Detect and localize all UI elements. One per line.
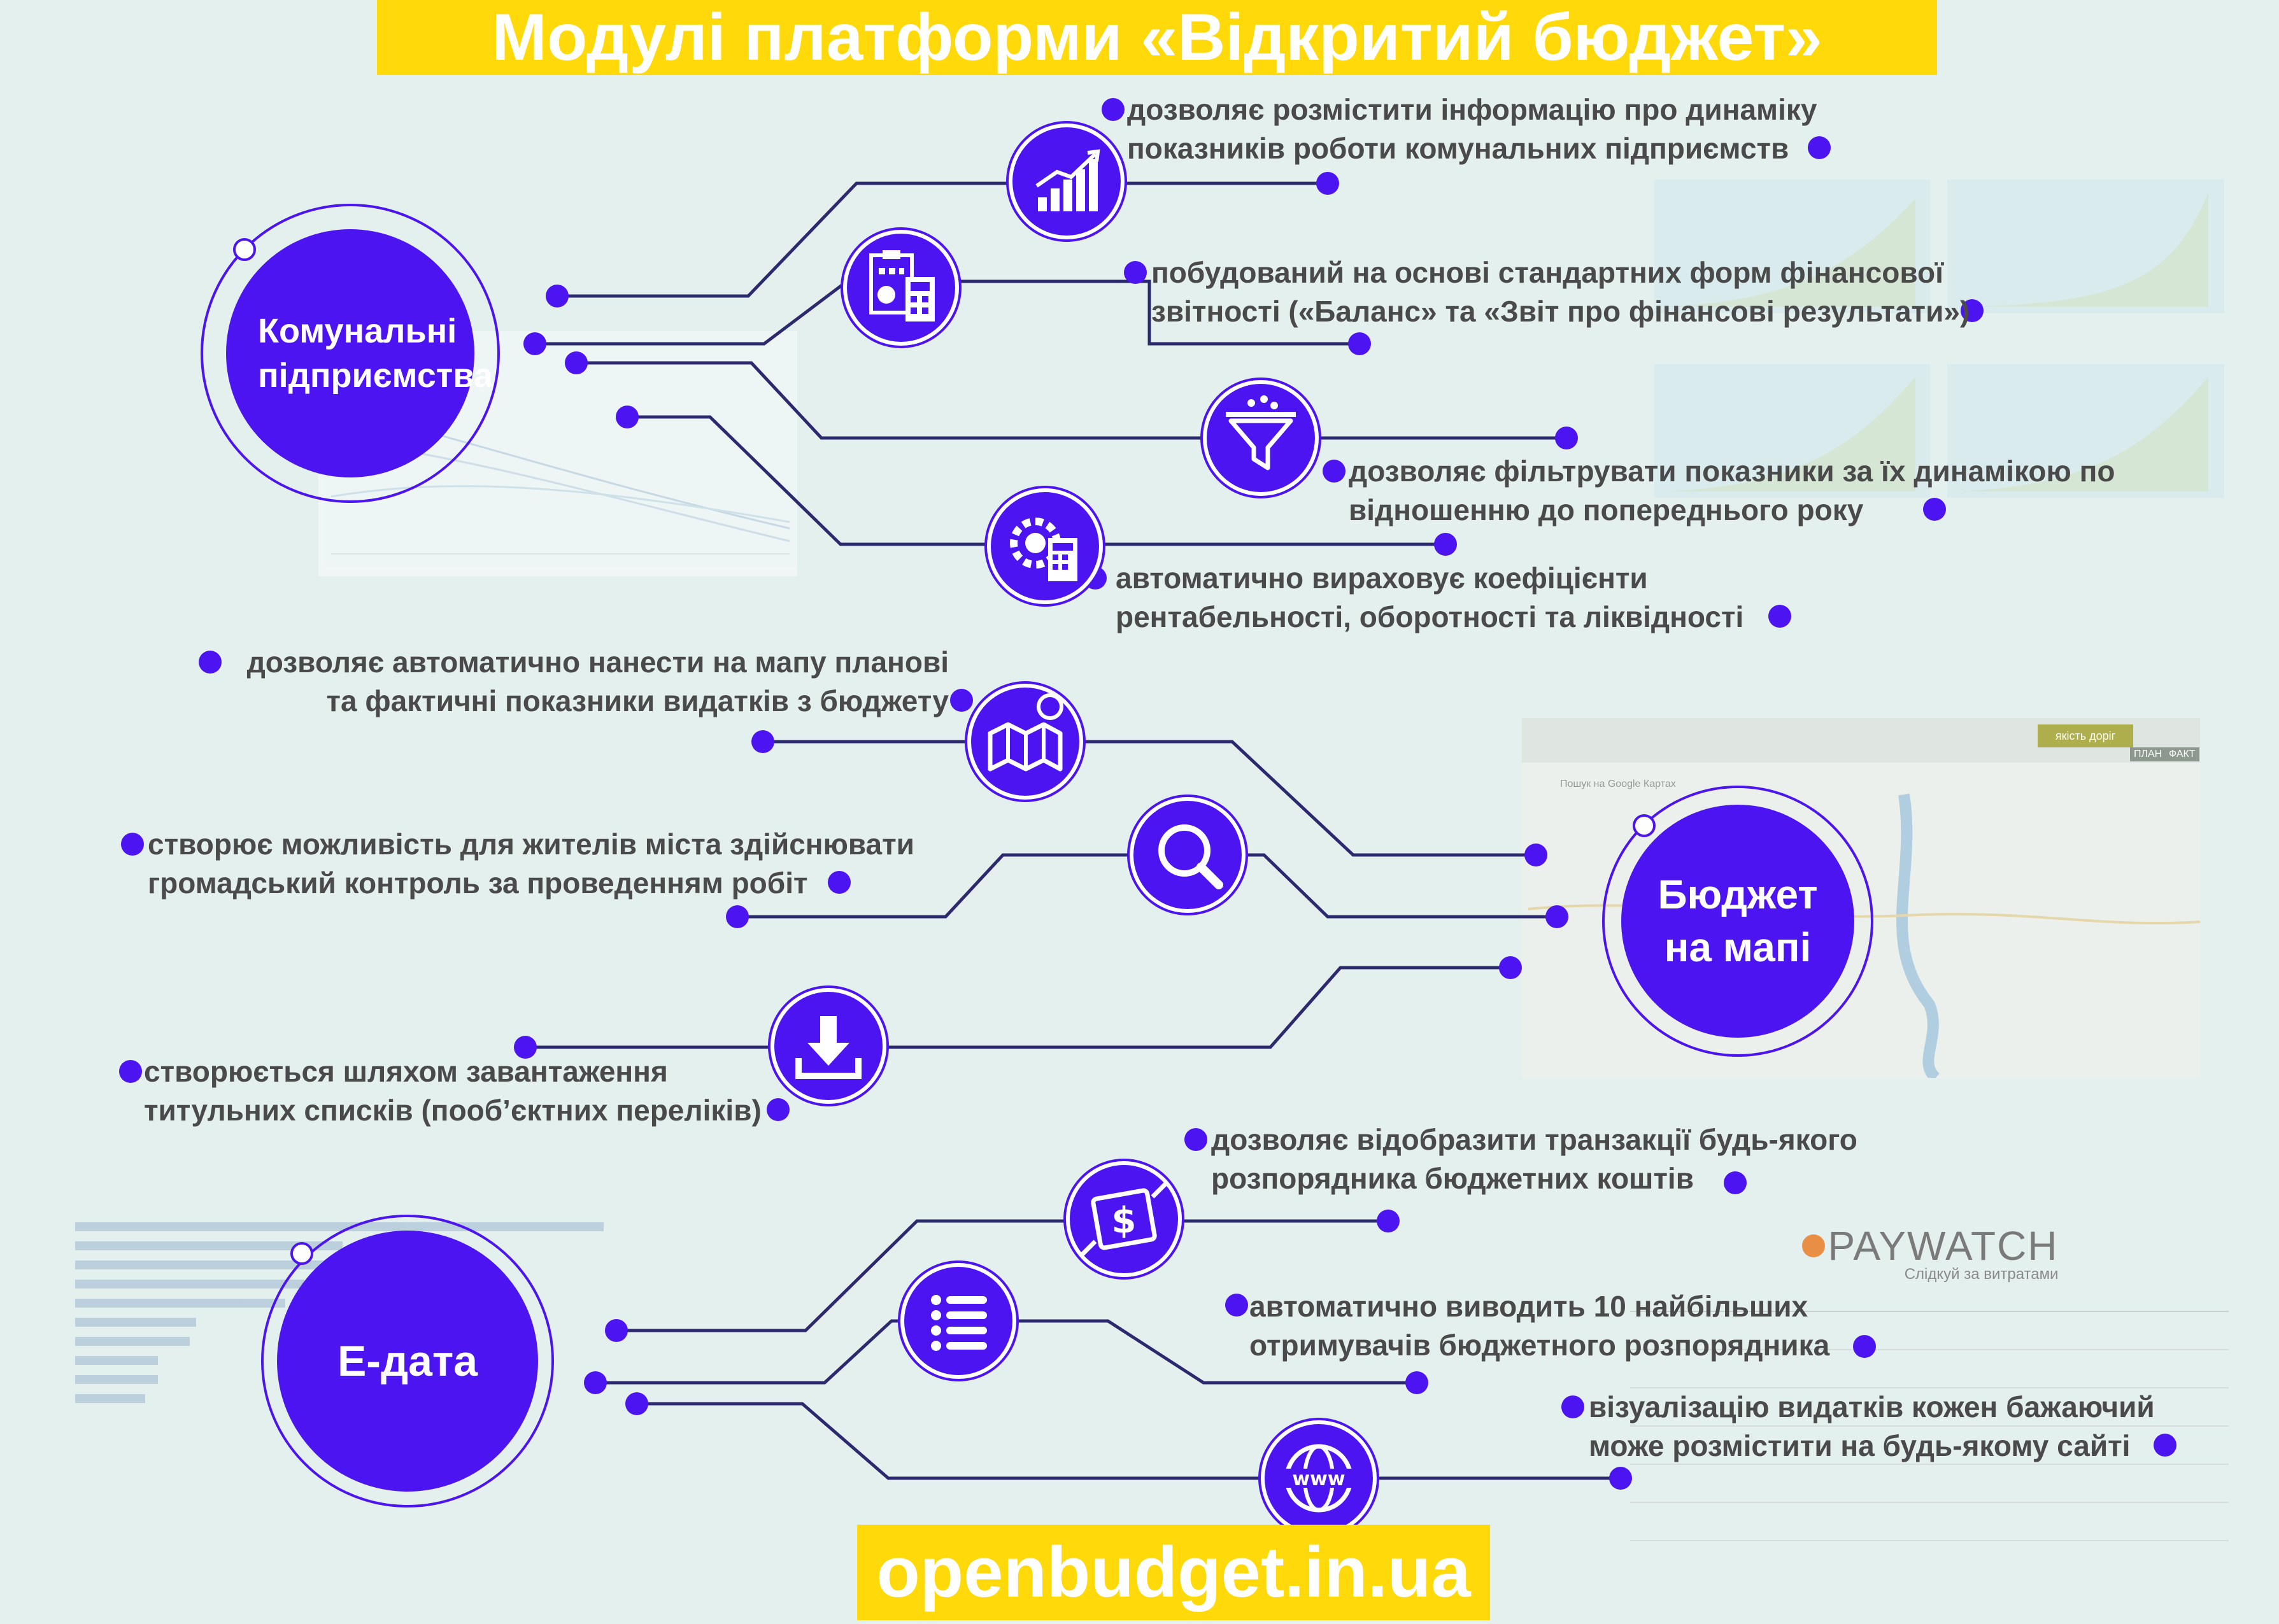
desc-communal-2: побудований на основі стандартних форм ф… — [1151, 256, 1970, 328]
map-search-placeholder: Пошук на Google Картах — [1560, 779, 1676, 789]
paywatch-logo-text: PAYWATCH — [1828, 1223, 2059, 1269]
hub-communal[interactable]: Комунальні підприємства — [226, 229, 493, 477]
desc-map-2: створює можливість для жителів міста зді… — [148, 828, 914, 900]
bg-edata-bars — [75, 1216, 604, 1420]
money-transfer-icon[interactable]: $ — [1070, 1165, 1178, 1273]
desc-edata-2: автоматично виводить 10 найбільших отрим… — [1249, 1290, 1830, 1362]
funnel-filter-icon[interactable] — [1207, 384, 1315, 492]
desc-map-3: створюється шляхом завантаження титульни… — [144, 1055, 762, 1127]
map-pin-icon[interactable] — [971, 688, 1079, 796]
gear-calculator-icon[interactable] — [991, 492, 1099, 600]
hub-map-knob — [1633, 814, 1656, 837]
map-filter-label: якість доріг — [2038, 724, 2133, 747]
map-tab-plan: ПЛАН — [2130, 747, 2166, 761]
magnifier-icon[interactable] — [1133, 801, 1242, 909]
paywatch-logo-icon — [1802, 1234, 1825, 1257]
site-url-link[interactable]: openbudget.in.ua — [857, 1525, 1490, 1620]
desc-edata-3: візуалізацію видатків кожен бажаючий мож… — [1589, 1390, 2155, 1462]
paywatch-tagline: Слідкуй за витратами — [1904, 1266, 2059, 1283]
desc-communal-3: дозволяє фільтрувати показники за їх дин… — [1349, 455, 2115, 526]
hub-communal-knob — [233, 238, 256, 261]
bg-communal-charts-grid — [1654, 173, 2224, 504]
calculator-report-icon[interactable] — [847, 234, 955, 342]
www-globe-icon[interactable]: www — [1265, 1424, 1373, 1532]
hub-map[interactable]: Бюджет на мапі — [1621, 805, 1854, 1038]
desc-edata-1: дозволяє відобразити транзакції будь-яко… — [1211, 1123, 1857, 1195]
svg-text:www: www — [1292, 1468, 1345, 1490]
download-icon[interactable] — [774, 992, 883, 1100]
page-title: Модулі платформи «Відкритий бюджет» — [377, 0, 1937, 75]
bg-paywatch-table — [1630, 1286, 2229, 1553]
hub-edata[interactable]: Е-дата — [277, 1231, 538, 1492]
paywatch-logo: PAYWATCH Слідкуй за витратами — [1802, 1222, 2059, 1283]
hub-edata-knob — [290, 1242, 313, 1265]
hub-edata-label: Е-дата — [337, 1336, 478, 1385]
svg-text:$: $ — [1112, 1200, 1137, 1241]
desc-map-1: дозволяє автоматично нанести на мапу пла… — [246, 646, 949, 717]
map-tab-fact: ФАКТ — [2165, 747, 2199, 761]
list-icon[interactable] — [904, 1267, 1012, 1375]
hub-map-ring — [1602, 786, 1873, 1057]
hub-communal-label: Комунальні підприємства — [258, 311, 493, 395]
hub-communal-ring — [201, 204, 500, 503]
hub-map-label: Бюджет на мапі — [1658, 871, 1818, 970]
hub-edata-ring — [261, 1215, 554, 1507]
desc-communal-1: дозволяє розмістити інформацію про динам… — [1127, 93, 1817, 165]
desc-communal-4: автоматично вираховує коефіцієнти рентаб… — [1116, 561, 1744, 633]
bar-chart-growth-icon[interactable] — [1012, 127, 1121, 236]
